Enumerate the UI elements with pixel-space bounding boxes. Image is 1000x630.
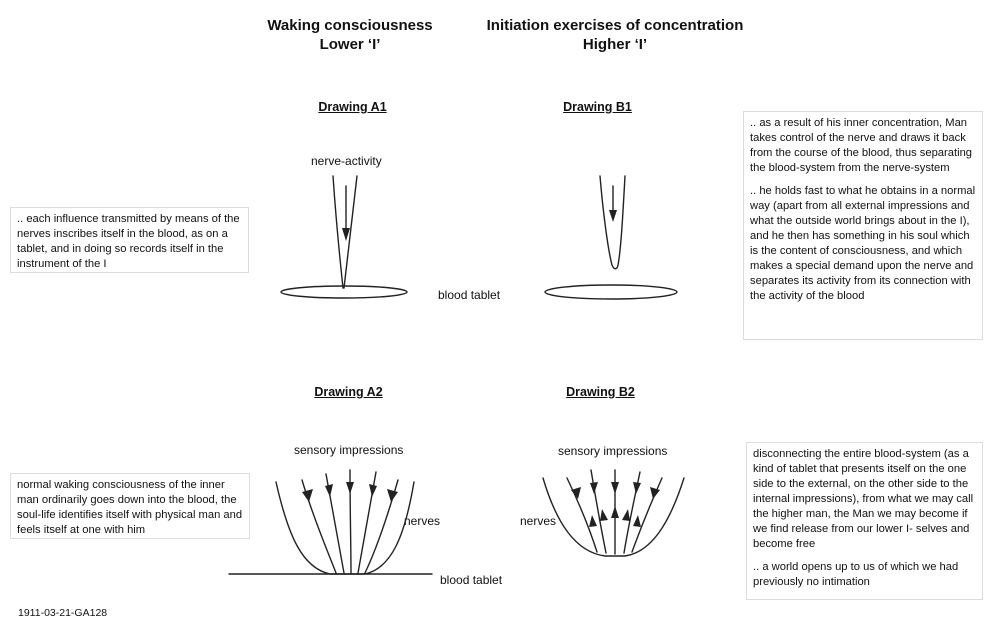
right-column-title: Initiation exercises of concentration Hi…	[470, 16, 760, 54]
b2-up-arrow-2	[600, 509, 608, 521]
a2-nerves-bowl	[275, 481, 415, 575]
b2-up-arrow-5	[633, 515, 641, 527]
b2-nerve-5	[631, 477, 663, 553]
drawing-b1-figure	[544, 175, 678, 300]
b2-up-arrow-3	[611, 506, 619, 518]
note-b2-text-2: .. a world opens up to us of which we ha…	[753, 561, 959, 588]
left-title-line1: Waking consciousness	[267, 17, 433, 34]
a2-nerve-4	[357, 471, 377, 574]
note-b2-text-1: disconnecting the entire blood-system (a…	[753, 448, 974, 550]
a2-arrow-head-3	[346, 482, 354, 494]
note-b1-text-2: .. he holds fast to what he obtains in a…	[750, 185, 976, 302]
a2-sensory-impressions-label: sensory impressions	[294, 443, 404, 457]
a2-arrow-head-2	[325, 484, 333, 497]
a2-arrow-head-4	[369, 484, 377, 497]
source-reference: 1911-03-21-GA128	[18, 607, 108, 619]
drawing-b2-heading: Drawing B2	[566, 385, 635, 399]
b2-down-arrow-3	[611, 482, 619, 494]
b2-nerve-2	[590, 469, 607, 554]
b2-up-arrow-1	[589, 515, 597, 527]
right-title-line2: Higher ‘I’	[582, 36, 648, 53]
left-column-title: Waking consciousness Lower ‘I’	[250, 16, 450, 54]
a2-arrow-head-1	[302, 489, 313, 502]
note-box-b1: .. as a result of his inner concentratio…	[743, 111, 983, 340]
a2-blood-tablet-label: blood tablet	[440, 573, 503, 587]
b2-down-arrow-4	[633, 482, 641, 494]
b1-arrow-head	[609, 210, 617, 222]
note-b1-text-1: .. as a result of his inner concentratio…	[750, 117, 973, 174]
note-a2-text: normal waking consciousness of the inner…	[17, 479, 243, 536]
a1-blood-tablet-label: blood tablet	[438, 288, 501, 302]
note-box-a2: normal waking consciousness of the inner…	[10, 473, 250, 539]
b2-nerves-label: nerves	[520, 514, 557, 528]
a2-nerves-label: nerves	[404, 514, 441, 528]
a1-nerve-left	[332, 175, 344, 289]
b2-nerves-bowl	[542, 477, 685, 557]
drawing-a2-heading: Drawing A2	[314, 385, 383, 399]
a1-nerve-right	[343, 175, 358, 289]
drawing-b1-heading: Drawing B1	[563, 100, 632, 114]
b2-sensory-impressions-label: sensory impressions	[558, 444, 668, 458]
left-title-line2: Lower ‘I’	[319, 36, 381, 53]
b2-down-arrow-1	[571, 487, 581, 499]
a1-nerve-activity-label: nerve-activity	[311, 154, 382, 168]
b2-nerve-1	[566, 477, 598, 553]
b2-down-arrow-2	[590, 482, 598, 494]
note-box-a1: .. each influence transmitted by means o…	[10, 207, 249, 273]
b1-nerve-loop	[599, 175, 626, 270]
b1-blood-tablet-ellipse	[544, 284, 678, 300]
a2-arrow-head-5	[387, 489, 398, 502]
note-a1-text: .. each influence transmitted by means o…	[17, 213, 240, 270]
b2-up-arrow-4	[622, 509, 630, 521]
drawing-a2-figure	[228, 469, 433, 575]
drawing-a1-heading: Drawing A1	[318, 100, 387, 114]
a1-arrow-head	[342, 228, 350, 241]
drawing-b2-figure	[542, 469, 685, 557]
note-box-b2: disconnecting the entire blood-system (a…	[746, 442, 983, 600]
b2-nerve-4	[623, 471, 641, 554]
b2-down-arrow-5	[650, 487, 660, 499]
right-title-line1: Initiation exercises of concentration	[486, 17, 744, 34]
drawing-a1-figure	[280, 175, 408, 299]
